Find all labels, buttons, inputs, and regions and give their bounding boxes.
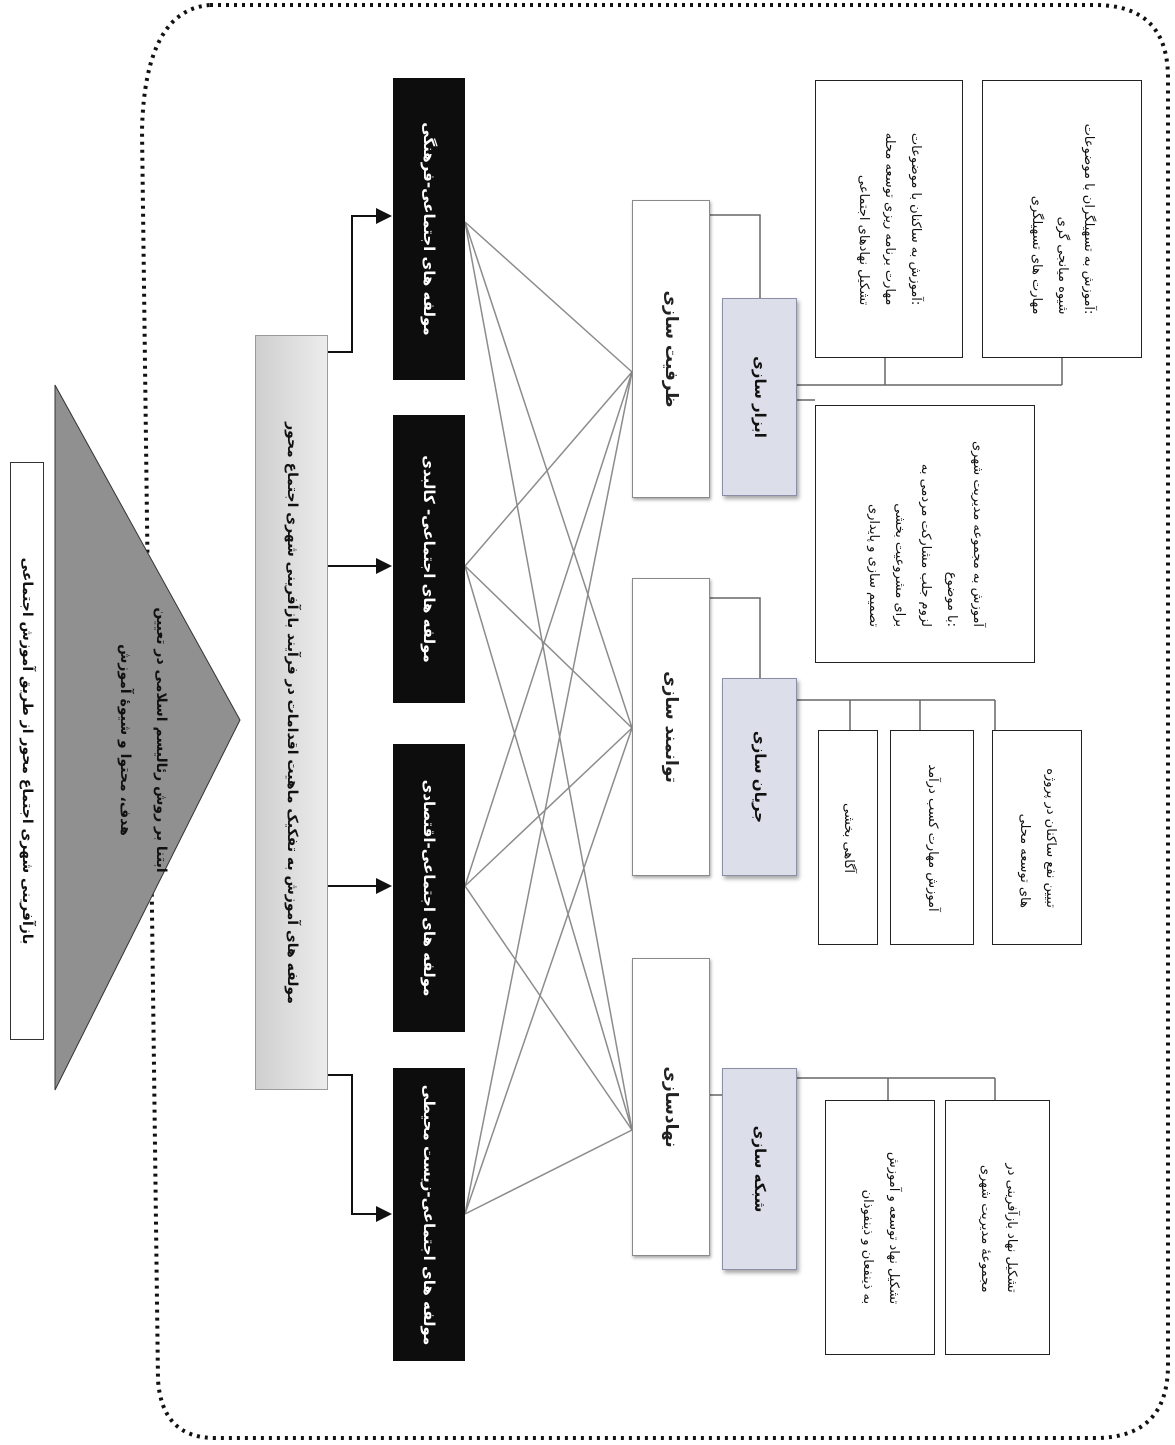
main-components-box: مولفه های آموزش به تفکیک ماهیت اقدامات د… xyxy=(255,335,328,1090)
tool-label: ابزار سازی xyxy=(750,356,769,438)
detail-line: شیوه میانجی گری xyxy=(1055,216,1070,315)
stage-capacity-building: ظرفیت سازی xyxy=(632,200,710,498)
detail-line: مجموعۀ مدیریت شهری xyxy=(977,1164,993,1293)
tool-label: جریان سازی xyxy=(750,730,769,824)
detail-line: آگاهی بخشی xyxy=(841,802,856,873)
detail-management-training: آموزش به مجموعه مدیریت شهری با موضوع: لز… xyxy=(815,405,1035,663)
triangle-line-1: ابتنا بر روش رئالیسم اسلامی در تعیین xyxy=(153,607,169,873)
component-label: مولفه های اجتماعی-فرهنگی xyxy=(420,122,438,336)
component-label: مولفه های اجتماعی-زیست محیطی xyxy=(420,1084,438,1345)
triangle-line-2: هدف، محتوا و شیوۀ آموزش xyxy=(117,644,133,836)
detail-residents-training: آموزش به ساکنان با موضوعات: مهارت برنامه… xyxy=(815,80,963,358)
dotted-frame xyxy=(139,2,1170,1440)
component-socioeconomic: مولفه های اجتماعی-اقتصادی xyxy=(393,744,465,1032)
stage-label: توانمند سازی xyxy=(661,671,681,783)
detail-line: تبیین نفع ساکنان در پروژه xyxy=(1043,767,1058,908)
detail-line: تشکیل نهادهای اجتماعی xyxy=(856,174,871,306)
detail-line: با موضوع: xyxy=(944,571,959,628)
detail-line: های توسعه محلی xyxy=(1017,813,1032,908)
header-title-box: بازآفرینی شهری اجتماع محور از طریق آموزش… xyxy=(10,462,44,1040)
component-sociocultural: مولفه های اجتماعی-فرهنگی xyxy=(393,78,465,380)
detail-awareness: آگاهی بخشی xyxy=(818,730,878,945)
component-socioenvironmental: مولفه های اجتماعی-زیست محیطی xyxy=(393,1068,465,1361)
detail-line: تصمیم سازی و پایداری xyxy=(866,503,881,628)
stage-label: ظرفیت سازی xyxy=(661,290,681,408)
stage-institution-building: نهادسازی xyxy=(632,958,710,1256)
detail-line: به ذینفعان و ذینفوذان xyxy=(860,1189,875,1304)
triangle-text: ابتنا بر روش رئالیسم اسلامی در تعیین هدف… xyxy=(88,470,198,1010)
tool-flow-making: جریان سازی xyxy=(722,678,797,876)
detail-line: مهارت های تسهیلگری xyxy=(1029,195,1044,315)
detail-line: آموزش مهارت کسب درآمد xyxy=(925,763,940,912)
component-sociophysical: مولفه های اجتماعی- کالبدی xyxy=(393,415,465,703)
detail-line: تشکیل نهاد توسعه و آموزش xyxy=(886,1151,901,1304)
detail-line: لزوم جلب مشارکت مردمی به xyxy=(918,463,933,628)
detail-regeneration-institution: تشکیل نهاد بازآفرینی در مجموعۀ مدیریت شه… xyxy=(945,1100,1050,1355)
header-title: بازآفرینی شهری اجتماع محور از طریق آموزش… xyxy=(19,557,35,945)
detail-line: آموزش به ساکنان با موضوعات: xyxy=(908,132,923,306)
detail-facilitators-training: آموزش به تسهیلگران با موضوعات: شیوه میان… xyxy=(982,80,1142,358)
tool-label: شبکه سازی xyxy=(750,1125,769,1213)
main-components-label: مولفه های آموزش به تفکیک ماهیت اقدامات د… xyxy=(283,421,300,1004)
detail-line: تشکیل نهاد بازآفرینی در xyxy=(1003,1162,1019,1293)
component-label: مولفه های اجتماعی- کالبدی xyxy=(420,455,438,663)
detail-line: برای مشروعیت بخشی xyxy=(892,503,907,628)
detail-line: آموزش به مجموعه مدیریت شهری xyxy=(970,440,985,628)
detail-income-skills: آموزش مهارت کسب درآمد xyxy=(890,730,974,945)
stage-label: نهادسازی xyxy=(661,1066,681,1148)
detail-residents-benefit: تبیین نفع ساکنان در پروژه های توسعه محلی xyxy=(992,730,1082,945)
tool-networking: شبکه سازی xyxy=(722,1068,797,1270)
detail-development-institution: تشکیل نهاد توسعه و آموزش به ذینفعان و ذی… xyxy=(825,1100,935,1355)
detail-line: مهارت برنامه ریزی توسعه محله xyxy=(882,132,897,306)
tool-instrument-making: ابزار سازی xyxy=(722,298,797,496)
header-triangle xyxy=(54,384,241,1091)
detail-line: آموزش به تسهیلگران با موضوعات: xyxy=(1081,123,1096,315)
component-label: مولفه های اجتماعی-اقتصادی xyxy=(420,779,438,997)
stage-empowerment: توانمند سازی xyxy=(632,578,710,876)
